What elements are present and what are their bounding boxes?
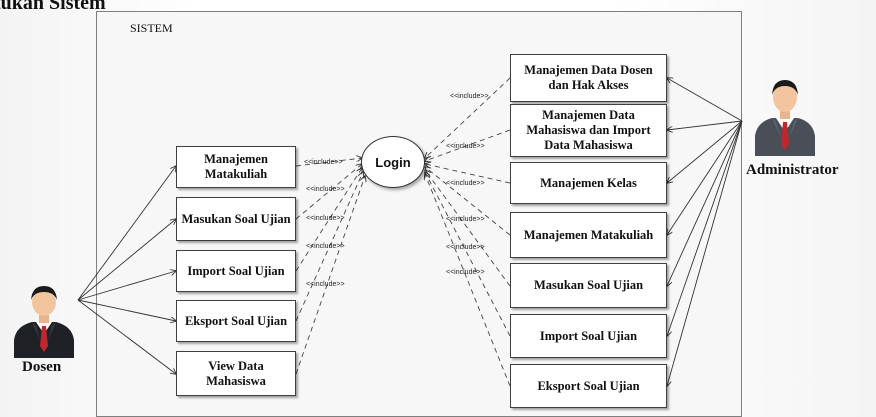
- assoc-dosen-eksport-soal: [77, 299, 176, 321]
- assoc-dosen-view-mahasiswa: [77, 299, 176, 374]
- include-right-1: [425, 77, 511, 158]
- include-right-4: [425, 167, 511, 236]
- system-label: SISTEM: [130, 21, 173, 35]
- actor-dosen-label: Dosen: [22, 359, 62, 375]
- include-label: <<include>>: [306, 186, 345, 193]
- use-case-admin-data-mahasiswa-import: Manajemen Data Mahasiswa dan Import Data…: [510, 104, 667, 157]
- include-label: <<include>>: [306, 281, 345, 288]
- include-left-5: [295, 176, 365, 375]
- use-case-dosen-import-soal-ujian: Import Soal Ujian: [176, 250, 296, 292]
- include-label: <<include>>: [446, 244, 485, 251]
- include-left-1: [295, 158, 362, 167]
- include-left-4: [295, 172, 363, 322]
- use-case-admin-manajemen-kelas: Manajemen Kelas: [510, 162, 667, 204]
- assoc-admin-eksport-soal: [667, 120, 743, 386]
- use-case-admin-manajemen-matakuliah: Manajemen Matakuliah: [510, 212, 667, 258]
- use-case-dosen-view-data-mahasiswa: View Data Mahasiswa: [176, 351, 296, 396]
- login-use-case: Login: [361, 136, 425, 188]
- include-label: <<include>>: [446, 216, 485, 223]
- use-case-dosen-manajemen-matakuliah: Manajemen Matakuliah: [176, 146, 296, 188]
- use-case-admin-import-soal-ujian: Import Soal Ujian: [510, 314, 667, 358]
- include-label: <<include>>: [304, 159, 343, 166]
- include-label: <<include>>: [306, 215, 345, 222]
- assoc-admin-kelas: [667, 120, 743, 183]
- use-case-admin-masukan-soal-ujian: Masukan Soal Ujian: [510, 263, 667, 308]
- include-right-5: [425, 170, 511, 287]
- use-case-admin-eksport-soal-ujian: Eksport Soal Ujian: [510, 364, 667, 408]
- include-label: <<include>>: [306, 243, 345, 250]
- use-case-admin-data-dosen-hak-akses: Manajemen Data Dosen dan Hak Akses: [510, 54, 667, 102]
- assoc-dosen-manajemen-matakuliah: [77, 166, 176, 301]
- assoc-admin-data-dosen: [667, 78, 743, 122]
- assoc-dosen-masukan-soal: [77, 219, 176, 301]
- include-right-6: [425, 172, 511, 337]
- use-case-dosen-eksport-soal-ujian: Eksport Soal Ujian: [176, 300, 296, 342]
- include-label: <<include>>: [450, 93, 489, 100]
- include-label: <<include>>: [446, 269, 485, 276]
- include-label: <<include>>: [446, 180, 485, 187]
- actor-administrator-label: Administrator: [746, 162, 839, 178]
- assoc-admin-masukan-soal: [667, 120, 743, 286]
- include-right-2: [425, 129, 511, 161]
- assoc-dosen-import-soal: [77, 271, 176, 301]
- person-icon: [14, 286, 74, 358]
- include-label: <<include>>: [446, 143, 485, 150]
- assoc-admin-matakuliah: [667, 120, 743, 235]
- assoc-admin-data-mahasiswa: [667, 120, 743, 130]
- page-heading: tukan Sistem: [0, 0, 106, 14]
- include-right-3: [425, 164, 511, 184]
- include-left-3: [295, 168, 362, 272]
- assoc-admin-import-soal: [667, 120, 743, 336]
- include-right-7: [425, 174, 511, 387]
- use-case-dosen-masukan-soal-ujian: Masukan Soal Ujian: [176, 197, 296, 241]
- person-icon: [755, 80, 815, 156]
